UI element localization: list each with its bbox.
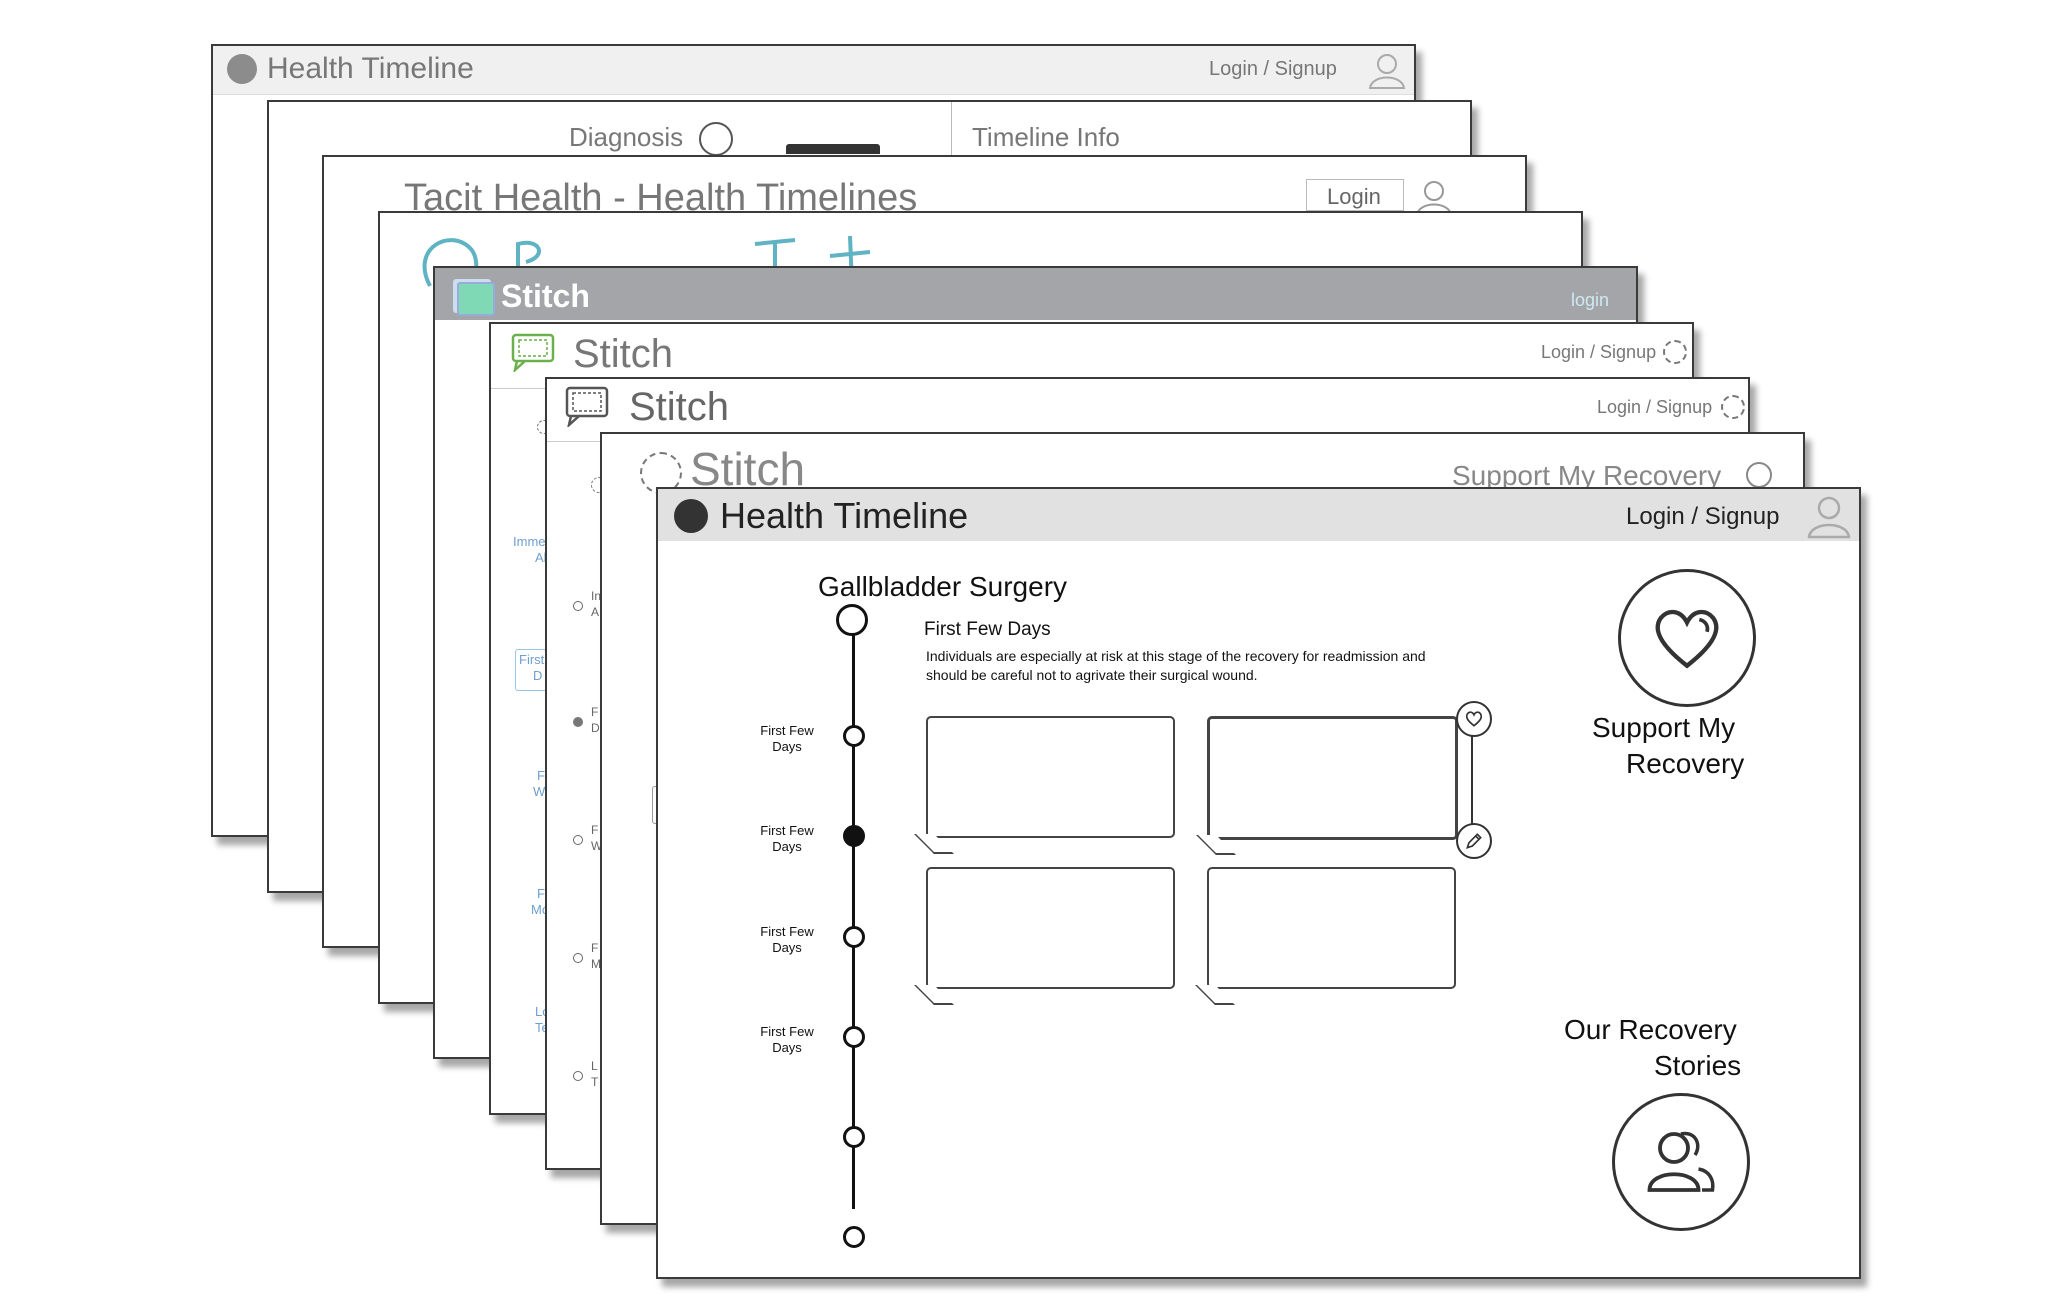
selection-connector: [1471, 735, 1473, 825]
diagnosis-circle-icon: [699, 122, 733, 156]
logo-icon: [674, 499, 708, 533]
sidebar-label: First: [519, 652, 545, 667]
story-bubble[interactable]: [926, 867, 1175, 989]
timeline-line: [852, 619, 855, 1209]
story-bubble[interactable]: [926, 716, 1175, 838]
login-link[interactable]: Login / Signup: [1597, 397, 1713, 417]
sidebar-label: F: [537, 886, 545, 901]
brand-name: Stitch: [629, 385, 730, 429]
chat-logo-icon: [565, 386, 609, 427]
heart-icon[interactable]: [1456, 701, 1492, 737]
sidebar-label: F: [537, 768, 545, 783]
timeline-label: F: [591, 823, 599, 837]
timeline-node[interactable]: [843, 926, 865, 948]
timeline-start-node[interactable]: [836, 604, 868, 636]
login-button-label: Login: [1327, 184, 1381, 209]
timeline-node[interactable]: [843, 1126, 865, 1148]
tab-diagnosis[interactable]: Diagnosis: [569, 122, 684, 152]
sidebar-label: D: [533, 668, 543, 683]
app-title: Health Timeline: [267, 52, 474, 85]
stories-label-line2: Stories: [1654, 1050, 1742, 1081]
people-icon: [1647, 1131, 1715, 1192]
tab-timeline-info[interactable]: Timeline Info: [972, 122, 1120, 152]
app-title: Health Timeline: [720, 495, 969, 536]
timeline-end-node[interactable]: [843, 1226, 865, 1248]
timeline-node-active[interactable]: [843, 825, 865, 847]
heart-icon: [1655, 609, 1719, 669]
recovery-stories-button[interactable]: [1612, 1093, 1750, 1231]
login-link[interactable]: login: [1571, 290, 1610, 310]
surgery-title: Gallbladder Surgery: [818, 571, 1068, 602]
panel-divider: [951, 102, 952, 162]
logo-icon: [227, 54, 257, 84]
support-label-line2: Recovery: [1626, 748, 1745, 779]
login-link[interactable]: Login / Signup: [1209, 58, 1337, 80]
brand-name: Stitch: [501, 278, 590, 314]
user-placeholder-icon[interactable]: [1721, 395, 1745, 419]
timeline-label: D: [591, 721, 600, 735]
user-icon[interactable]: [1806, 493, 1852, 539]
login-link[interactable]: Login / Signup: [1541, 342, 1657, 362]
sheet-header: Health Timeline Login / Signup: [213, 46, 1414, 95]
user-icon[interactable]: [1367, 50, 1407, 90]
sidebar-label: Imme: [513, 534, 546, 549]
timeline-node[interactable]: [573, 835, 583, 845]
timeline-label: A: [591, 605, 600, 619]
timeline-label: T: [591, 1075, 599, 1089]
stories-label-line1: Our Recovery: [1564, 1014, 1737, 1045]
support-circle-icon: [1746, 462, 1772, 488]
stage-description-line1: Individuals are especially at risk at th…: [926, 648, 1426, 664]
stage-description-line2: should be careful not to agrivate their …: [926, 667, 1258, 683]
timeline-node[interactable]: [843, 1026, 865, 1048]
timeline-label: M: [591, 957, 601, 971]
stitch-logo-icon: [457, 282, 495, 316]
timeline-node[interactable]: [843, 725, 865, 747]
sidebar-label: W: [533, 784, 546, 799]
timeline-label: F: [591, 941, 599, 955]
stage-title: First Few Days: [924, 619, 1051, 640]
chat-logo-icon: [511, 333, 555, 372]
timeline-node[interactable]: [573, 601, 583, 611]
user-placeholder-icon[interactable]: [1663, 340, 1687, 364]
timeline-label: L: [591, 1059, 598, 1073]
support-heart-button[interactable]: [1618, 569, 1756, 707]
brand-name: Stitch: [690, 443, 806, 495]
login-link[interactable]: Login / Signup: [1626, 503, 1780, 530]
brand-name: Stitch: [573, 332, 674, 376]
support-label-line1: Support My: [1592, 712, 1736, 743]
pencil-icon[interactable]: [1456, 823, 1492, 859]
diagnosis-dropdown[interactable]: [786, 144, 880, 154]
sidebar-label: Mo: [531, 902, 550, 917]
login-button[interactable]: Login: [1306, 179, 1404, 211]
timeline-node[interactable]: [573, 1071, 583, 1081]
sidebar-label: Al: [535, 550, 547, 565]
timeline-label: W: [591, 839, 603, 853]
story-bubble[interactable]: [1207, 867, 1456, 989]
sheet-header: Stitch login: [435, 268, 1636, 320]
timeline-node[interactable]: [573, 953, 583, 963]
story-bubble-selected[interactable]: [1207, 716, 1458, 840]
mockup-sheet-health-timeline-front: Health Timeline Login / Signup Gallbladd…: [656, 487, 1861, 1279]
sheet-header: Health Timeline Login / Signup: [658, 489, 1859, 541]
timeline-label: F: [591, 705, 599, 719]
timeline-node-active[interactable]: [573, 717, 583, 727]
support-my-recovery-link[interactable]: Support My Recovery: [1452, 460, 1722, 491]
timeline-label: In: [591, 589, 602, 603]
